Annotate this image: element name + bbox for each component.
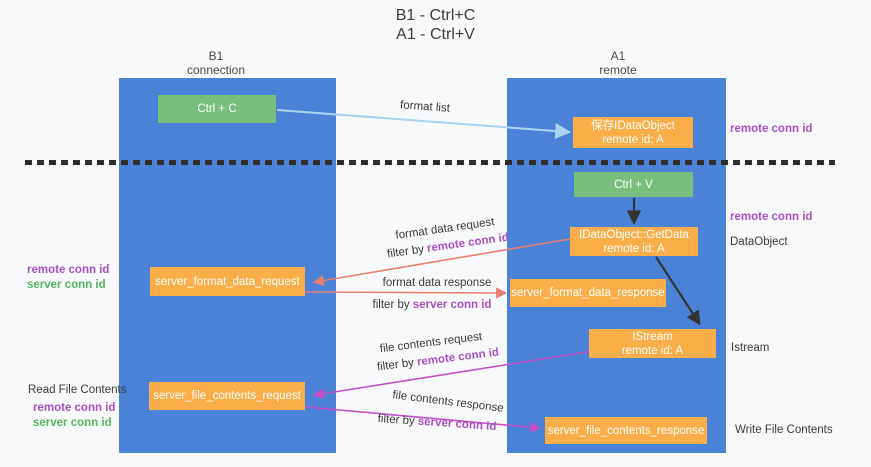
- node-ctrl-c-label: Ctrl + C: [197, 103, 237, 115]
- node-sfdres-label: server_format_data_response: [511, 287, 665, 299]
- annotation-server-conn-id-left-mid: server conn id: [27, 279, 106, 291]
- lane-a1-subtitle: remote: [599, 63, 637, 77]
- edge-label-filter-by-server-2: filter by server conn id: [377, 413, 496, 433]
- node-server-format-data-request: server_format_data_request: [150, 267, 305, 296]
- annotation-read-file-contents: Read File Contents: [28, 384, 127, 396]
- node-save-idataobject-line1: 保存IDataObject: [591, 119, 675, 132]
- node-sfdreq-label: server_format_data_request: [155, 275, 300, 288]
- edge-label-file-contents-response: file contents response: [391, 389, 505, 415]
- node-ctrl-v-label: Ctrl + V: [614, 178, 653, 191]
- lane-b1-title: B1: [208, 49, 224, 63]
- annotation-dataobject: DataObject: [730, 236, 788, 248]
- node-server-file-contents-response: server_file_contents_response: [545, 417, 707, 444]
- edge-label-format-data-response: format data response: [382, 277, 492, 289]
- edge-label-format-list: format list: [399, 99, 451, 115]
- node-istream: IStream remote id: A: [589, 329, 716, 358]
- server-conn-id-text: server conn id: [412, 299, 492, 311]
- server-conn-id-text: server conn id: [417, 415, 497, 434]
- node-getdata-line2: remote id: A: [603, 242, 665, 255]
- annotation-remote-conn-id-right-top: remote conn id: [730, 123, 813, 135]
- diagram-title: B1 - Ctrl+C A1 - Ctrl+V: [0, 6, 871, 44]
- annotation-remote-conn-id-left-mid: remote conn id: [27, 264, 110, 276]
- title-line-1: B1 - Ctrl+C: [395, 7, 476, 24]
- node-sfcres-label: server_file_contents_response: [547, 424, 705, 437]
- node-ctrl-v: Ctrl + V: [574, 172, 693, 197]
- node-save-idataobject-line2: remote id: A: [602, 133, 664, 146]
- node-idataobject-getdata: IDataObject::GetData remote id: A: [570, 227, 698, 256]
- remote-conn-id-text: remote conn id: [416, 346, 500, 369]
- filter-by-text: filter by: [372, 299, 410, 311]
- node-server-file-contents-request: server_file_contents_request: [149, 382, 305, 410]
- annotation-write-file-contents: Write File Contents: [735, 424, 833, 436]
- annotation-istream: Istream: [731, 342, 770, 354]
- node-sfcreq-label: server_file_contents_request: [153, 390, 301, 402]
- session-divider-dashed-line: [25, 160, 835, 165]
- node-istream-line2: remote id: A: [621, 344, 684, 357]
- lane-header-a1: A1 remote: [538, 49, 698, 77]
- title-line-2: A1 - Ctrl+V: [396, 26, 475, 43]
- filter-by-text: filter by: [377, 412, 416, 428]
- node-istream-line1: IStream: [632, 330, 673, 343]
- lane-header-b1: B1 connection: [136, 49, 296, 77]
- lane-b1-subtitle: connection: [186, 63, 246, 77]
- annotation-remote-conn-id-left-bottom: remote conn id: [33, 402, 116, 414]
- node-server-format-data-response: server_format_data_response: [510, 279, 666, 307]
- lane-a1-title: A1: [610, 49, 626, 63]
- filter-by-text: filter by: [376, 357, 415, 374]
- annotation-remote-conn-id-right-mid: remote conn id: [730, 211, 813, 223]
- node-getdata-line1: IDataObject::GetData: [579, 228, 689, 241]
- filter-by-text: filter by: [386, 243, 425, 261]
- annotation-server-conn-id-left-bottom: server conn id: [33, 417, 112, 429]
- node-ctrl-c: Ctrl + C: [158, 95, 276, 123]
- node-save-idataobject: 保存IDataObject remote id: A: [573, 117, 693, 148]
- edge-label-filter-by-server-1: filter by server conn id: [373, 299, 492, 311]
